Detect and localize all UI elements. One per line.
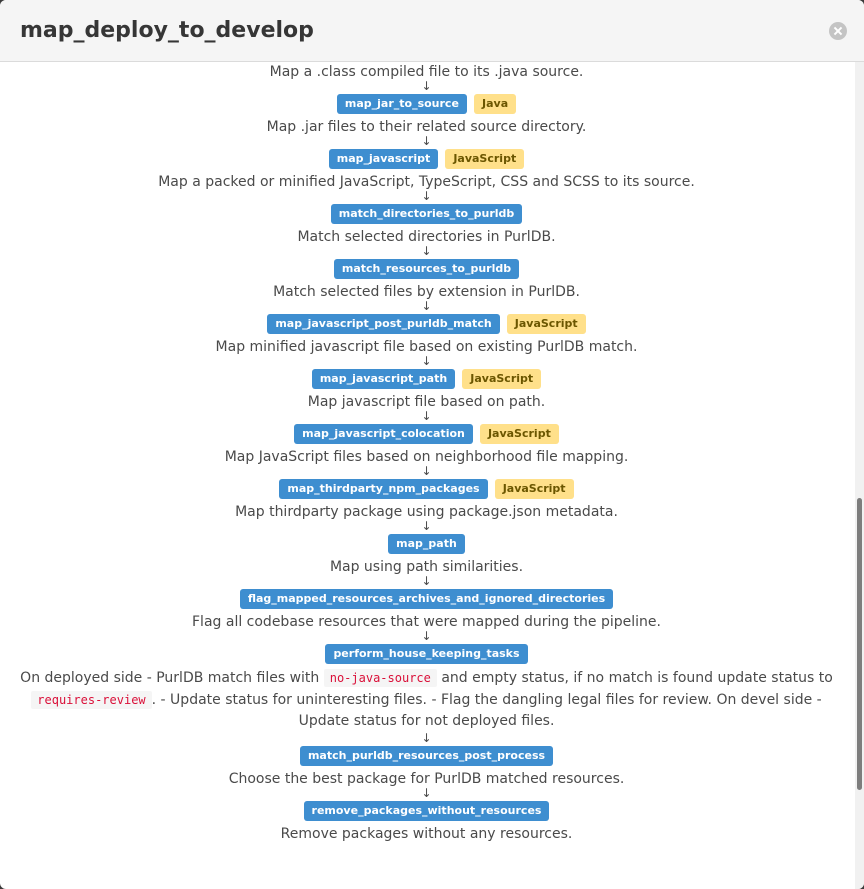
step-name-badge[interactable]: map_javascript_path (311, 369, 456, 389)
arrow-icon: ↓ (421, 730, 432, 745)
description-text: . - Update status for uninteresting file… (151, 691, 822, 730)
step-description: Flag all codebase resources that were ma… (192, 614, 661, 630)
language-badge: Java (474, 94, 517, 114)
scrollbar-track[interactable] (855, 62, 864, 889)
step-name-badge[interactable]: flag_mapped_resources_archives_and_ignor… (239, 589, 614, 609)
modal-body[interactable]: Map a .class compiled file to its .java … (0, 62, 864, 889)
step-tags: map_javascript_post_purldb_match JavaScr… (0, 314, 853, 334)
arrow-icon: ↓ (421, 574, 432, 588)
step-tags: map_javascript JavaScript (0, 149, 853, 169)
step-tags: perform_house_keeping_tasks (0, 644, 853, 664)
modal-header: map_deploy_to_develop (0, 0, 864, 62)
arrow-icon: ↓ (421, 629, 432, 643)
step-description: Map javascript file based on path. (307, 394, 546, 410)
step-tags: match_directories_to_purldb (0, 204, 853, 224)
step-tags: match_resources_to_purldb (0, 259, 853, 279)
step-tags: match_purldb_resources_post_process (0, 745, 853, 766)
step-description: Map .jar files to their related source d… (266, 119, 587, 135)
step-description: Map minified javascript file based on ex… (215, 339, 638, 355)
arrow-icon: ↓ (421, 134, 432, 148)
description-text: and empty status, if no match is found u… (436, 670, 833, 686)
step-description: On deployed side - PurlDB match files wi… (0, 668, 853, 733)
inline-code: requires-review (31, 690, 152, 709)
arrow-icon: ↓ (421, 79, 432, 93)
step-description: Remove packages without any resources. (280, 825, 573, 842)
step-description: Map a .class compiled file to its .java … (269, 64, 584, 80)
step-name-badge[interactable]: map_javascript (328, 149, 439, 169)
language-badge: JavaScript (494, 479, 574, 499)
modal-title: map_deploy_to_develop (20, 18, 314, 43)
step-description: Map JavaScript files based on neighborho… (224, 449, 629, 465)
step-tags: map_thirdparty_npm_packages JavaScript (0, 479, 853, 499)
step-name-badge[interactable]: map_jar_to_source (336, 94, 467, 114)
close-icon[interactable] (829, 22, 847, 40)
step-description: Map a packed or minified JavaScript, Typ… (158, 174, 695, 190)
arrow-icon: ↓ (421, 785, 432, 800)
step-tags: map_javascript_path JavaScript (0, 369, 853, 389)
scrollbar-thumb[interactable] (857, 498, 862, 790)
language-badge: JavaScript (462, 369, 542, 389)
step-description: Match selected directories in PurlDB. (297, 229, 556, 245)
language-badge: JavaScript (445, 149, 525, 169)
step-tags: remove_packages_without_resources (0, 800, 853, 821)
step-tags: map_jar_to_source Java (0, 94, 853, 114)
step-name-badge[interactable]: perform_house_keeping_tasks (325, 644, 528, 664)
language-badge: JavaScript (479, 424, 559, 444)
step-name-badge[interactable]: remove_packages_without_resources (303, 800, 550, 821)
arrow-icon: ↓ (421, 464, 432, 478)
step-name-badge[interactable]: map_thirdparty_npm_packages (279, 479, 488, 499)
step-name-badge[interactable]: match_directories_to_purldb (330, 204, 523, 224)
inline-code: no-java-source (323, 669, 437, 687)
step-description: Map thirdparty package using package.jso… (235, 504, 618, 520)
arrow-icon: ↓ (421, 244, 432, 258)
step-name-badge[interactable]: map_javascript_post_purldb_match (267, 314, 500, 334)
step-name-badge[interactable]: match_resources_to_purldb (333, 259, 520, 279)
description-text: On deployed side - PurlDB match files wi… (20, 670, 324, 686)
step-tags: map_path (0, 534, 853, 554)
step-tags: flag_mapped_resources_archives_and_ignor… (0, 589, 853, 609)
arrow-icon: ↓ (421, 519, 432, 533)
arrow-icon: ↓ (421, 354, 432, 368)
arrow-icon: ↓ (421, 189, 432, 203)
step-description: Map using path similarities. (329, 559, 524, 575)
arrow-icon: ↓ (421, 299, 432, 313)
step-name-badge[interactable]: map_javascript_colocation (294, 424, 473, 444)
step-description: Match selected files by extension in Pur… (273, 284, 580, 300)
step-tags: map_javascript_colocation JavaScript (0, 424, 853, 444)
pipeline-steps: Map a .class compiled file to its .java … (0, 62, 853, 843)
step-description: Choose the best package for PurlDB match… (228, 770, 625, 787)
step-name-badge[interactable]: map_path (388, 534, 465, 554)
step-name-badge[interactable]: match_purldb_resources_post_process (299, 745, 554, 766)
language-badge: JavaScript (506, 314, 586, 334)
arrow-icon: ↓ (421, 409, 432, 423)
